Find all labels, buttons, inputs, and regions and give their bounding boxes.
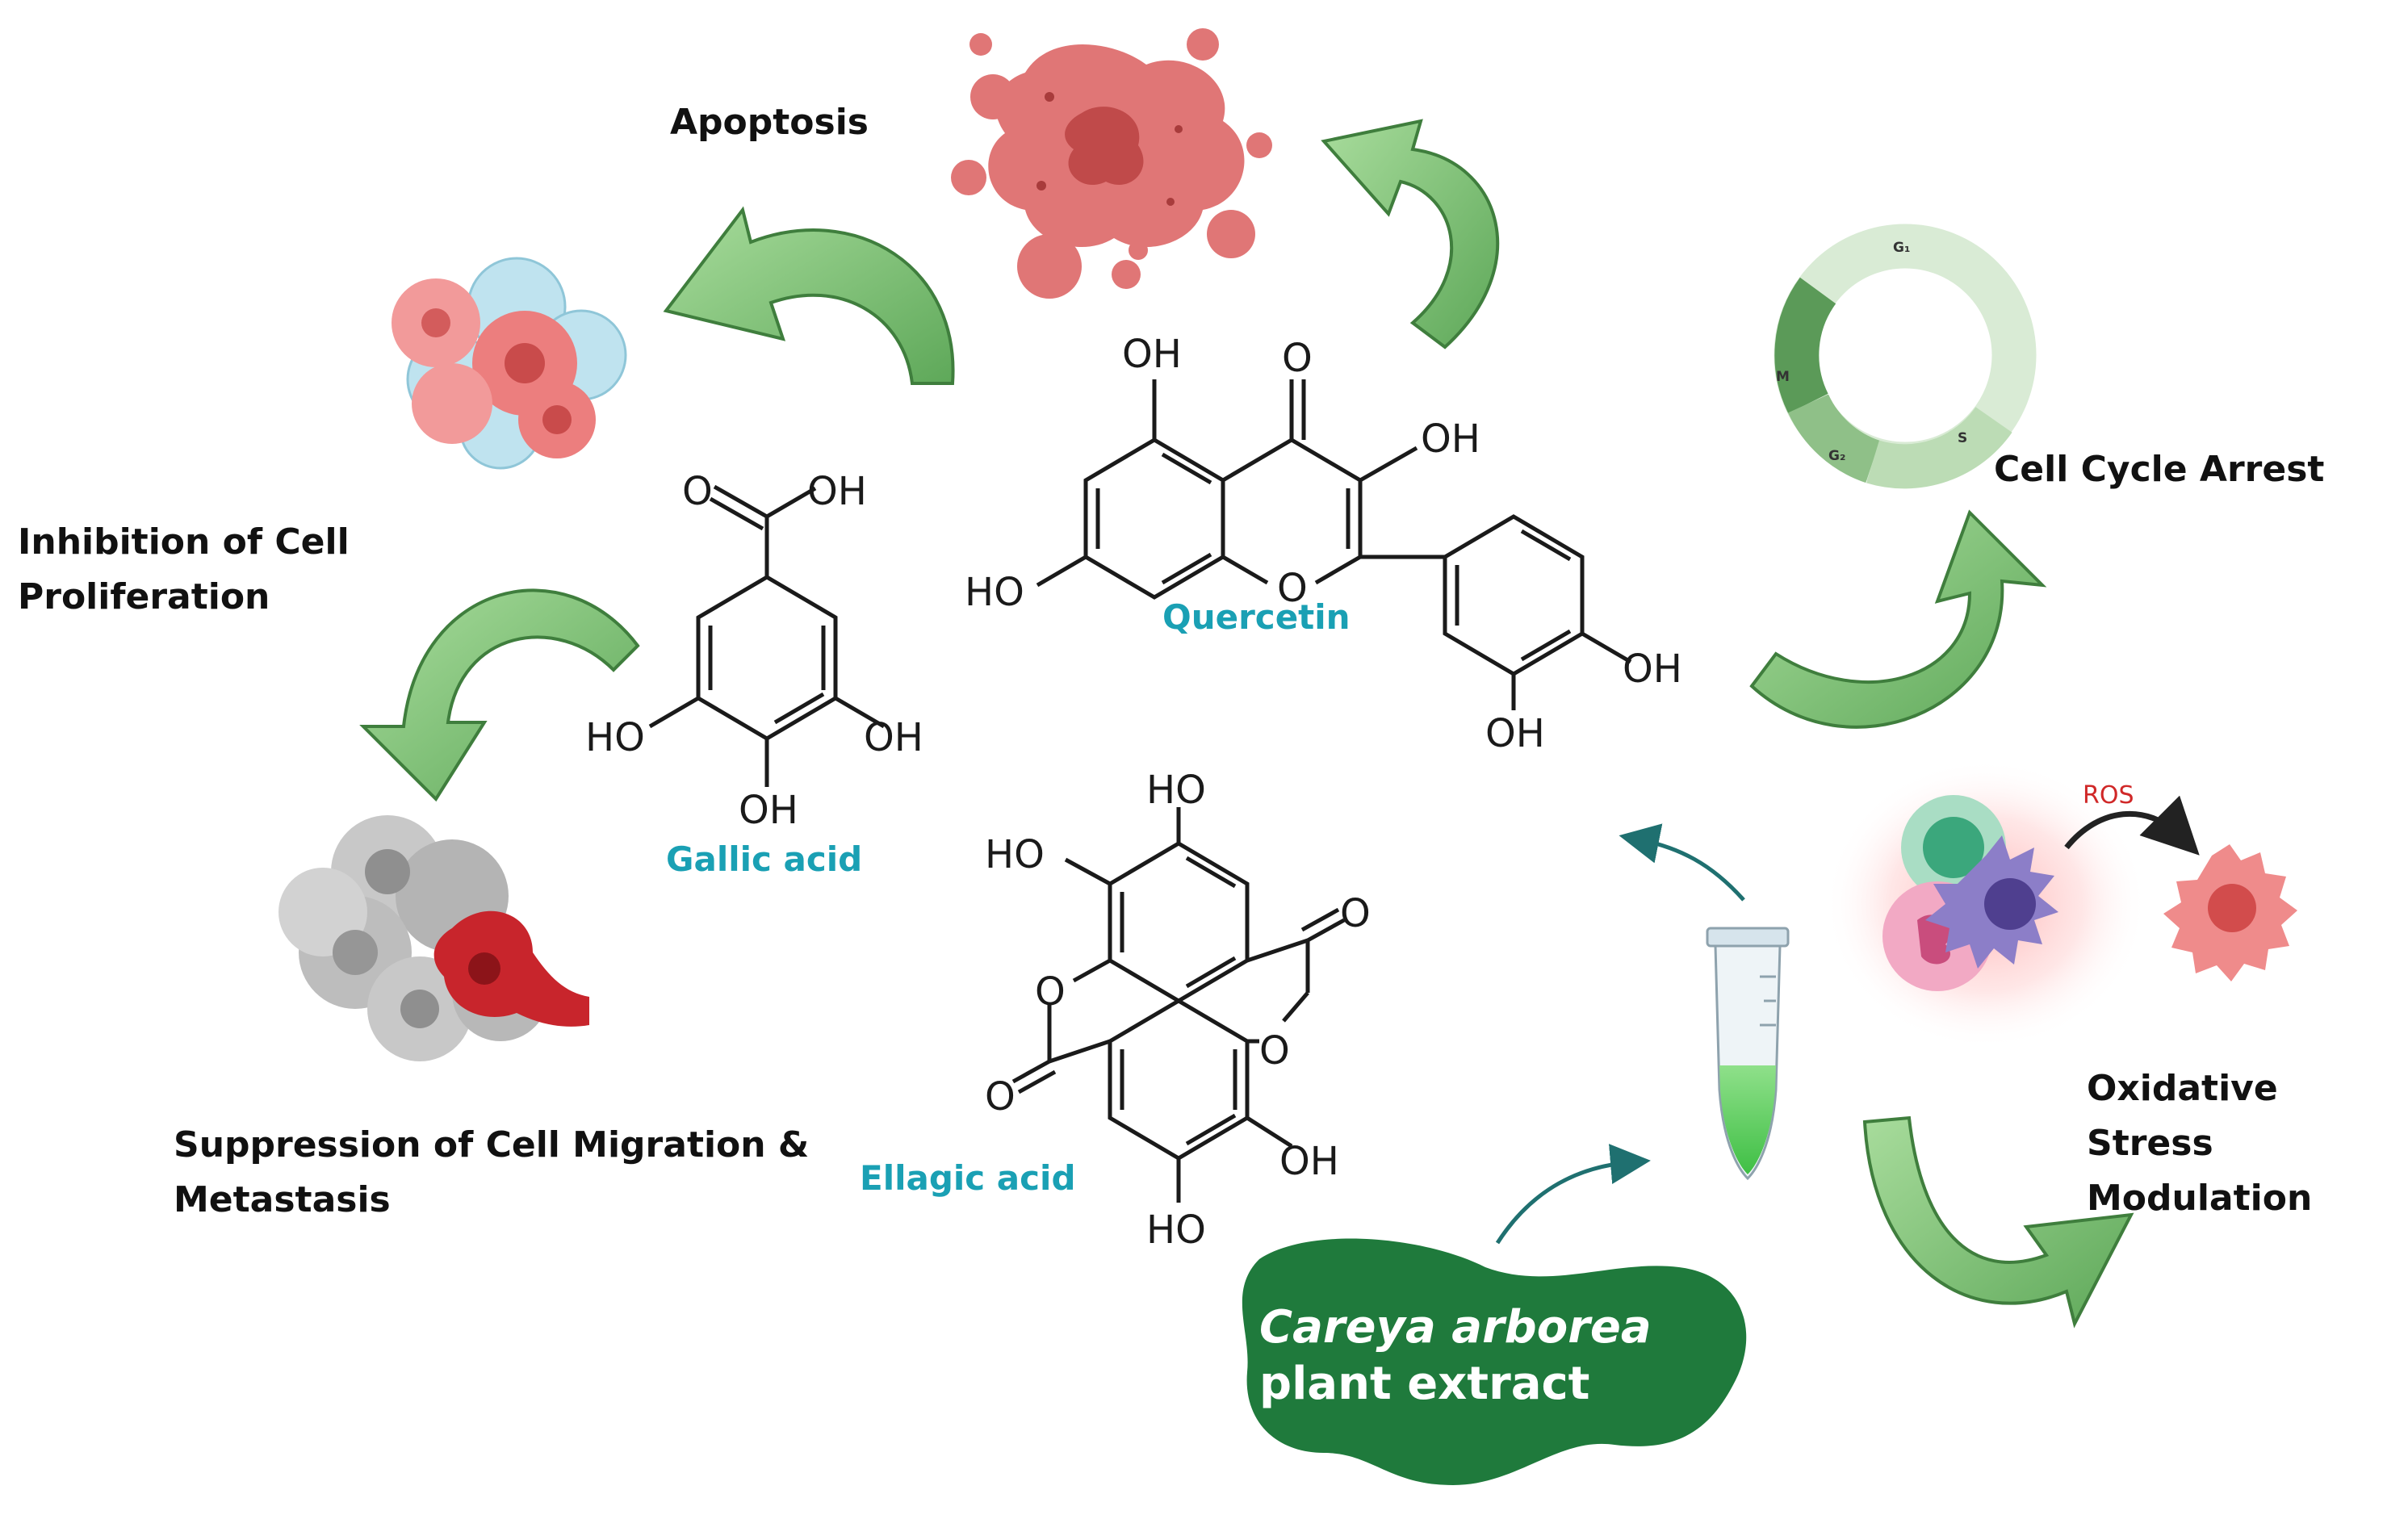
extract-label-line1: Careya arborea	[1259, 1301, 1652, 1354]
metastasis-cells-icon	[278, 815, 589, 1061]
ellagic-o-right-ring: O	[1259, 1028, 1290, 1073]
label-oxidative-line1: Oxidative Stress	[2087, 1068, 2278, 1164]
quercetin-oh-4p: OH	[1623, 647, 1682, 692]
ellagic-o-right-carbonyl: O	[1340, 891, 1371, 936]
ros-arrow-icon	[2064, 795, 2200, 856]
gallic-ho-left: HO	[585, 715, 645, 760]
curved-arrow-icon	[663, 206, 955, 385]
quercetin-o-carbonyl: O	[1282, 336, 1313, 381]
label-migration-line2: Metastasis	[174, 1179, 391, 1220]
compound-ellagic-acid: Ellagic acid	[860, 1158, 1076, 1198]
proliferating-cells-icon	[392, 257, 627, 470]
ros-label: ROS	[2083, 781, 2134, 810]
phase-g2: G₂	[1828, 448, 1845, 464]
quercetin-oh-5: OH	[1122, 332, 1182, 377]
quercetin-o-ring: O	[1277, 566, 1308, 611]
compound-gallic-acid: Gallic acid	[666, 839, 863, 879]
quercetin-structure	[1036, 379, 1632, 710]
label-proliferation-line2: Proliferation	[18, 576, 270, 617]
ellagic-o-left-ring: O	[1035, 969, 1066, 1015]
ellagic-o-left-carbonyl: O	[985, 1074, 1016, 1120]
gallic-cooh-oh: OH	[807, 469, 867, 514]
label-cell-cycle: Cell Cycle Arrest	[1994, 449, 2325, 490]
label-proliferation-line1: Inhibition of Cell	[18, 521, 350, 563]
quercetin-ho-7: HO	[965, 570, 1024, 615]
extract-label: Careya arborea plant extract	[1259, 1299, 1652, 1412]
curved-arrow-icon	[1321, 119, 1500, 349]
quercetin-oh-3: OH	[1421, 416, 1480, 462]
extract-label-line2: plant extract	[1259, 1358, 1590, 1410]
apoptotic-cell-icon	[951, 28, 1272, 299]
gallic-oh-bottom: OH	[739, 788, 798, 833]
teal-arrow-icon	[1619, 823, 1745, 902]
curved-arrow-icon	[1862, 1115, 2134, 1329]
ellagic-ho-left: HO	[985, 832, 1045, 877]
quercetin-oh-3p: OH	[1485, 711, 1545, 756]
damaged-cell-icon	[2163, 844, 2297, 981]
plant-extract-blob-icon	[1242, 1238, 1747, 1485]
label-proliferation: Inhibition of Cell Proliferation	[18, 515, 350, 625]
compound-quercetin: Quercetin	[1162, 597, 1351, 637]
test-tube-icon	[1706, 927, 1790, 1181]
phase-g1: G₁	[1893, 240, 1910, 256]
label-oxidative-line2: Modulation	[2087, 1178, 2313, 1219]
ellagic-oh-right: OH	[1279, 1139, 1339, 1184]
curved-arrow-icon	[1749, 509, 2047, 729]
teal-arrow-icon	[1495, 1144, 1651, 1245]
ellagic-oh-top: HO	[1146, 768, 1206, 813]
phase-m: M	[1776, 369, 1790, 385]
curved-arrow-icon	[359, 588, 640, 802]
label-migration-line1: Suppression of Cell Migration &	[174, 1124, 810, 1166]
gallic-o: O	[682, 469, 713, 514]
label-migration: Suppression of Cell Migration & Metastas…	[174, 1118, 809, 1228]
phase-s: S	[1958, 430, 1967, 446]
label-apoptosis: Apoptosis	[670, 102, 869, 143]
ellagic-acid-structure	[1011, 807, 1346, 1203]
gallic-acid-structure	[648, 484, 886, 787]
label-oxidative: Oxidative Stress Modulation	[2087, 1061, 2408, 1226]
ellagic-ho-bottom: HO	[1146, 1207, 1206, 1253]
gallic-oh-right: OH	[864, 715, 923, 760]
immune-cells-icon	[1824, 759, 2147, 1049]
cell-cycle-ring-icon: G₁ M G₂ S	[1774, 224, 2037, 489]
